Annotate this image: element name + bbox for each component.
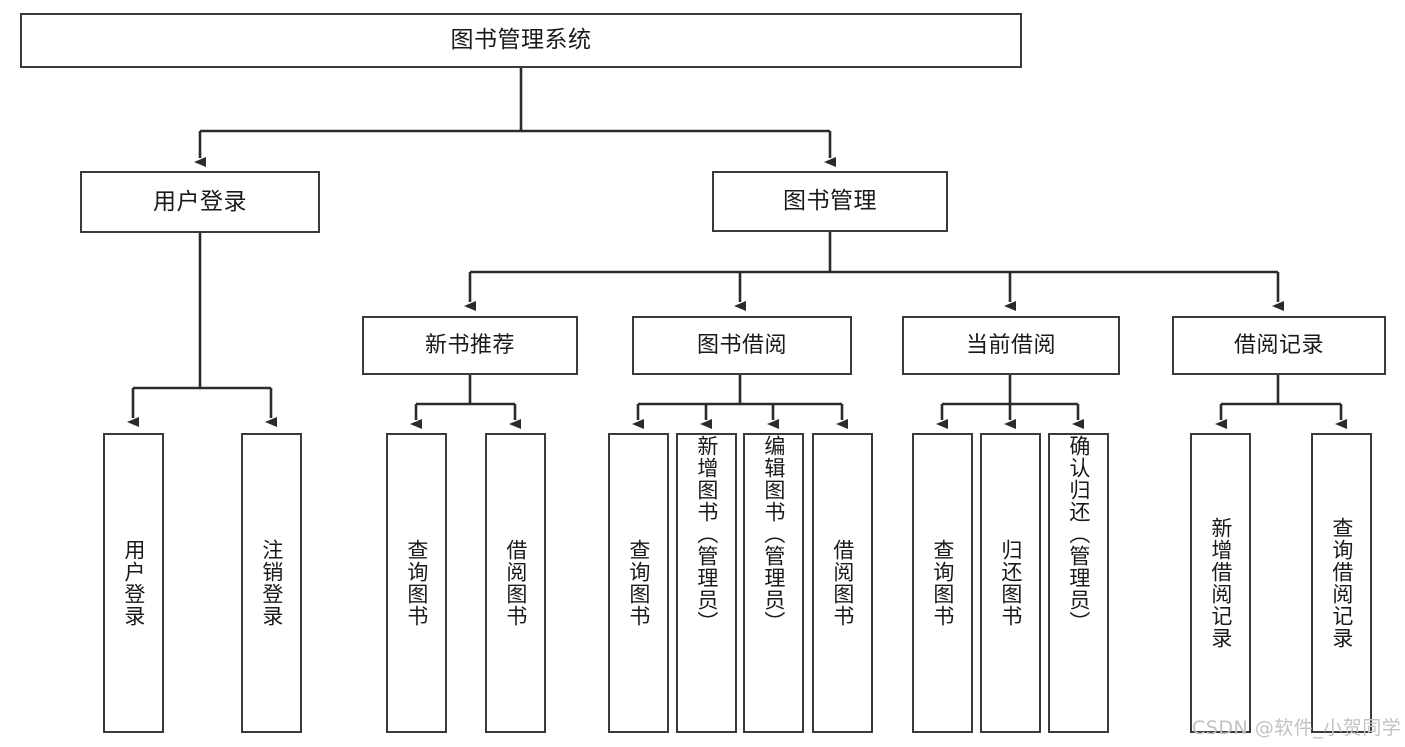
leaf-borrow-record-add-record[interactable]: 新增借阅记录 bbox=[1190, 433, 1251, 733]
node-current-borrow[interactable]: 当前借阅 bbox=[902, 316, 1120, 375]
leaf-current-borrow-confirm-return-admin[interactable]: 确认归还（管理员） bbox=[1048, 433, 1109, 733]
node-new-book-recommend[interactable]: 新书推荐 bbox=[362, 316, 578, 375]
leaf-borrow-record-query-record[interactable]: 查询借阅记录 bbox=[1311, 433, 1372, 733]
node-label: 新增图书（管理员） bbox=[694, 435, 719, 633]
node-borrow-record[interactable]: 借阅记录 bbox=[1172, 316, 1386, 375]
node-label: 查询图书 bbox=[930, 539, 955, 627]
csdn-watermark: CSDN @软件_小贺同学 bbox=[1192, 717, 1402, 739]
node-label: 图书管理 bbox=[783, 188, 877, 214]
node-label: 当前借阅 bbox=[965, 332, 1056, 358]
node-label: 借阅图书 bbox=[503, 539, 528, 627]
node-label: 借阅图书 bbox=[830, 539, 855, 627]
leaf-book-borrow-query-book[interactable]: 查询图书 bbox=[608, 433, 669, 733]
node-label: 注销登录 bbox=[259, 539, 284, 627]
node-label: 图书管理系统 bbox=[450, 27, 592, 53]
leaf-current-borrow-return-book[interactable]: 归还图书 bbox=[980, 433, 1041, 733]
node-label: 查询图书 bbox=[404, 539, 429, 627]
leaf-user-login-login[interactable]: 用户登录 bbox=[103, 433, 164, 733]
node-user-login[interactable]: 用户登录 bbox=[80, 171, 320, 233]
leaf-book-borrow-borrow-book[interactable]: 借阅图书 bbox=[812, 433, 873, 733]
leaf-new-book-query-book[interactable]: 查询图书 bbox=[386, 433, 447, 733]
node-label: 用户登录 bbox=[121, 539, 146, 627]
node-label: 编辑图书（管理员） bbox=[761, 435, 786, 633]
node-label: 新书推荐 bbox=[424, 332, 515, 358]
leaf-new-book-borrow-book[interactable]: 借阅图书 bbox=[485, 433, 546, 733]
node-label: 归还图书 bbox=[998, 539, 1023, 627]
leaf-book-borrow-add-book-admin[interactable]: 新增图书（管理员） bbox=[676, 433, 737, 733]
node-label: 查询借阅记录 bbox=[1329, 517, 1354, 649]
node-label: 用户登录 bbox=[153, 188, 247, 215]
node-book-borrow[interactable]: 图书借阅 bbox=[632, 316, 852, 375]
node-label: 新增借阅记录 bbox=[1208, 517, 1233, 649]
leaf-current-borrow-query-book[interactable]: 查询图书 bbox=[912, 433, 973, 733]
node-label: 查询图书 bbox=[626, 539, 651, 627]
leaf-user-login-logout[interactable]: 注销登录 bbox=[241, 433, 302, 733]
node-label: 确认归还（管理员） bbox=[1066, 435, 1091, 633]
leaf-book-borrow-edit-book-admin[interactable]: 编辑图书（管理员） bbox=[743, 433, 804, 733]
node-book-management[interactable]: 图书管理 bbox=[712, 171, 948, 232]
node-root-book-management-system[interactable]: 图书管理系统 bbox=[20, 13, 1022, 68]
node-label: 借阅记录 bbox=[1233, 332, 1324, 358]
node-label: 图书借阅 bbox=[696, 332, 787, 358]
